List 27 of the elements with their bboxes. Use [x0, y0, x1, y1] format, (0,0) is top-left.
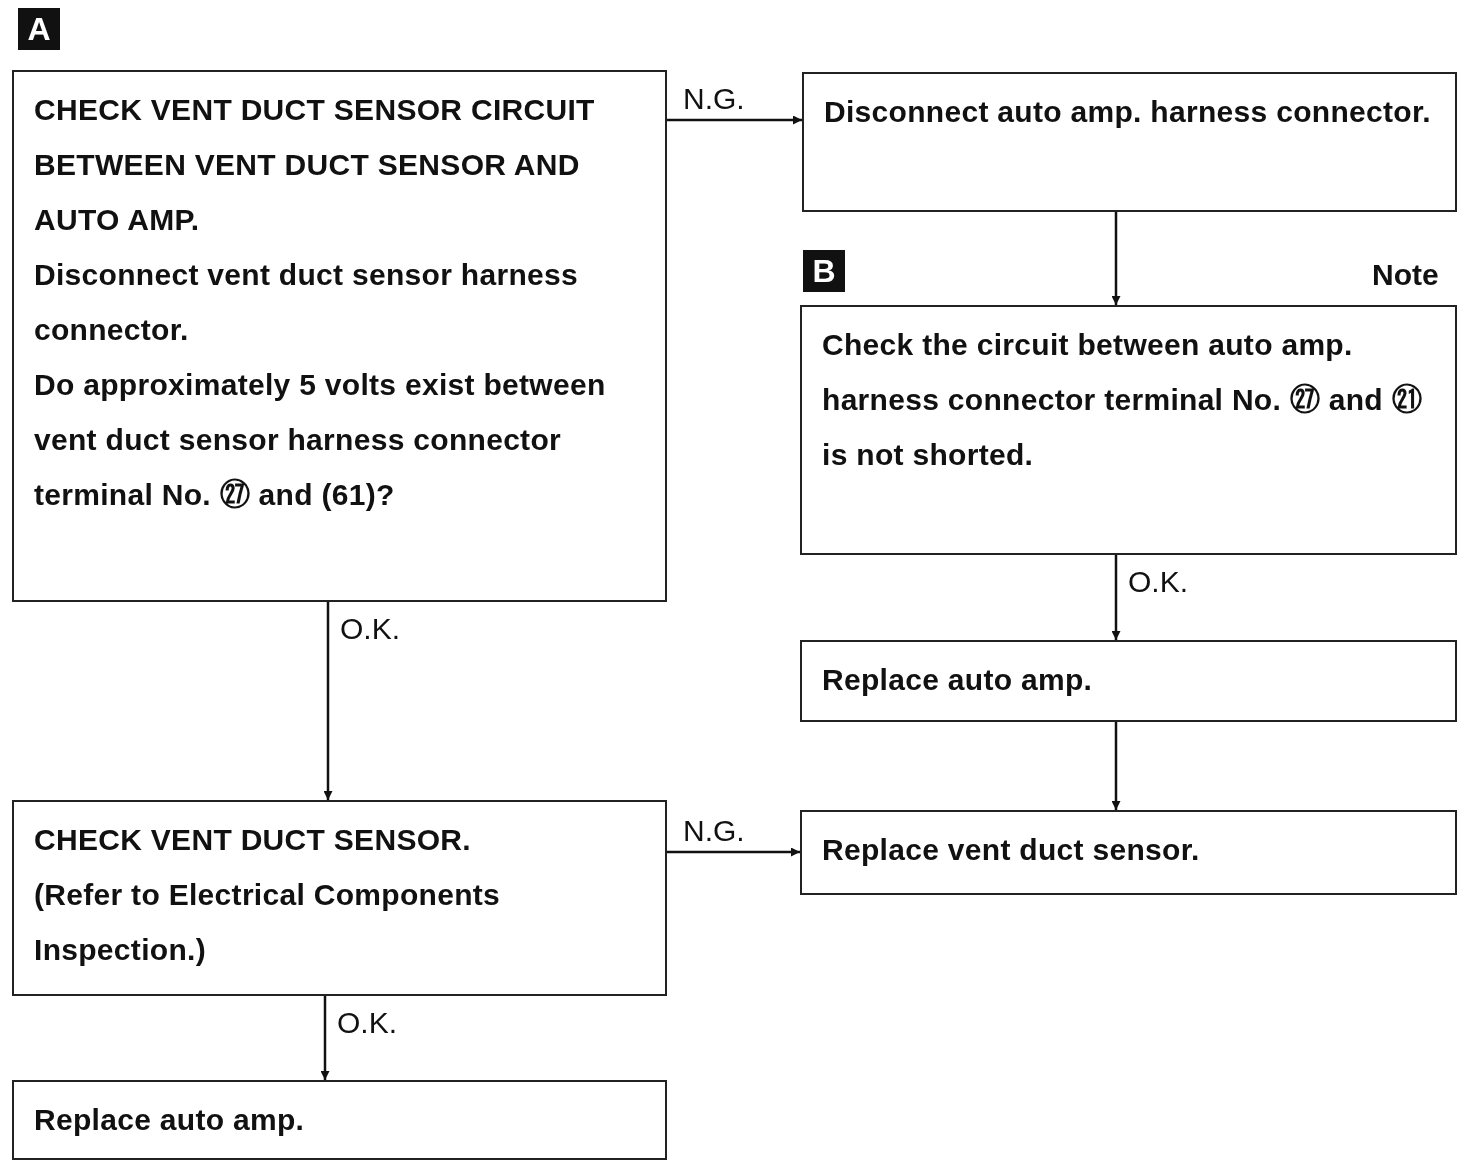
section-letter-badge: A [18, 8, 60, 50]
arrow [667, 847, 800, 857]
process-box [12, 800, 667, 996]
process-box [800, 810, 1457, 895]
box-text: Do approximately 5 volts exist between vent duct sensor harness connector terminal No. ㉗ and (61)? [34, 367, 607, 513]
arrow [1111, 212, 1121, 305]
box-text: (Refer to Electrical Components Inspection.) [34, 877, 502, 968]
arrow [1111, 722, 1121, 810]
arrow [667, 115, 802, 125]
section-letter-badge: B [803, 250, 845, 292]
box-text: Replace auto amp. [822, 662, 1094, 698]
process-box [800, 640, 1457, 722]
box-text: Replace auto amp. [34, 1102, 306, 1138]
process-box [12, 1080, 667, 1160]
process-box [12, 70, 667, 602]
box-text: Check the circuit between auto amp. harness connector terminal No. ㉗ and ㉑ is not shorted. [822, 327, 1423, 473]
box-text: CHECK VENT DUCT SENSOR. [34, 822, 472, 858]
note-text: Note [1372, 258, 1439, 292]
process-box [802, 72, 1457, 212]
process-box [800, 305, 1457, 555]
arrow [320, 996, 330, 1080]
arrow [1111, 555, 1121, 640]
box-text: Disconnect vent duct sensor harness connector. [34, 257, 579, 348]
arrow [323, 602, 333, 800]
box-text: Replace vent duct sensor. [822, 832, 1201, 868]
box-text: CHECK VENT DUCT SENSOR CIRCUIT BETWEEN VENT DUCT SENSOR AND AUTO AMP. [34, 92, 596, 238]
box-text: Disconnect auto amp. harness connector. [824, 94, 1432, 130]
